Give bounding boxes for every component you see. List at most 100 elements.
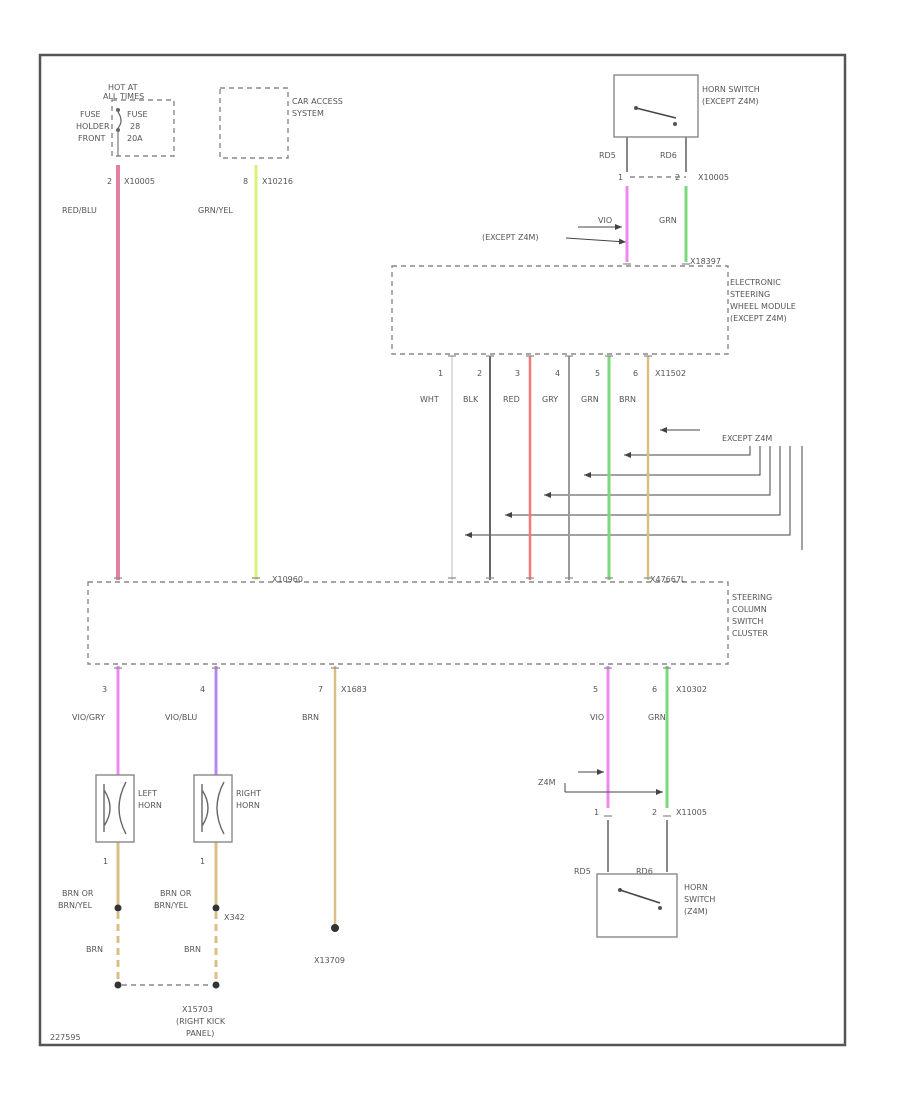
ground-connector: X1683 <box>341 685 367 694</box>
ground-label-x13709: X13709 <box>314 956 345 965</box>
fuse-connector: X10005 <box>124 177 155 186</box>
scsc-connector-top: X10960 <box>272 575 303 584</box>
wire-label-red: RED <box>503 395 520 404</box>
left-horn-pin: 3 <box>102 685 107 694</box>
car-access-box <box>219 87 289 159</box>
fuse-pin: 2 <box>107 177 112 186</box>
eswm-pin-1: 1 <box>438 369 443 378</box>
wire-label-vio-blu: VIO/BLU <box>165 713 197 722</box>
eswm-pin-5: 5 <box>595 369 600 378</box>
eswm-pin-3: 3 <box>515 369 520 378</box>
ground-point-left-icon <box>114 981 122 989</box>
fuse-holder-box <box>111 99 175 157</box>
horn-switch-z4m-label-2: SWITCH <box>684 895 715 904</box>
z4m-connector: X10302 <box>676 685 707 694</box>
ground-point-right-icon <box>212 981 220 989</box>
horn-switch-top-contact-icon <box>635 107 677 119</box>
except-z4m-label-top: (EXCEPT Z4M) <box>482 233 539 242</box>
left-horn-pin-lower: 1 <box>103 857 108 866</box>
fuse-holder-label-1: FUSE <box>80 110 101 119</box>
horn-switch-top-wire-right: RD6 <box>660 151 677 160</box>
steering-column-switch-cluster: X10960 X47667L STEERING COLUMN SWITCH CL… <box>87 575 772 665</box>
car-access-system: CAR ACCESS SYSTEM 8 X10216 GRN/YEL <box>198 87 343 215</box>
wire-label-brn-or-left-2: BRN/YEL <box>58 901 93 910</box>
fuse-element-icon <box>117 111 122 129</box>
electronic-steering-wheel-module: X18397 ELECTRONIC STEERING WHEEL MODULE … <box>391 257 803 550</box>
left-horn-label-2: HORN <box>138 801 162 810</box>
left-horn: LEFT HORN 1 BRN OR BRN/YEL BRN <box>58 774 162 989</box>
left-horn-box <box>95 774 135 843</box>
right-horn-label-1: RIGHT <box>236 789 261 798</box>
scsc-connector-right: X47667L <box>650 575 686 584</box>
all-times-label: ALL TIMES <box>103 92 144 101</box>
left-horn-label-1: LEFT <box>138 789 157 798</box>
car-access-label-2: SYSTEM <box>292 109 324 118</box>
car-access-connector: X10216 <box>262 177 293 186</box>
horn-switch-top: HORN SWITCH (EXCEPT Z4M) RD5 RD6 1 2 X10… <box>482 74 760 245</box>
eswm-connector: X18397 <box>690 257 721 266</box>
z4m-switch-pin-left: 1 <box>594 808 599 817</box>
horn-switch-z4m-label-3: (Z4M) <box>684 907 708 916</box>
right-horn-label-2: HORN <box>236 801 260 810</box>
horn-switch-top-wire-left: RD5 <box>599 151 616 160</box>
right-horn-box <box>193 774 233 843</box>
z4m-wire-rd5: RD5 <box>574 867 591 876</box>
scsc-label-1: STEERING <box>732 593 772 602</box>
fuse-label-3: 20A <box>127 134 143 143</box>
wire-label-red-blu: RED/BLU <box>62 206 97 215</box>
horn-switch-top-box <box>613 74 699 138</box>
fuse-holder-label-2: HOLDER <box>76 122 110 131</box>
eswm-label-1: ELECTRONIC <box>730 278 781 287</box>
left-splice-icon <box>114 904 122 912</box>
fuse-holder-label-3: FRONT <box>78 134 105 143</box>
wire-label-vio-top: VIO <box>598 216 612 225</box>
diagram-frame <box>38 53 847 1047</box>
scsc-label-2: COLUMN <box>732 605 767 614</box>
horn-icon <box>201 781 225 835</box>
connector-ticks <box>114 263 690 817</box>
z4m-pin-left: 5 <box>593 685 598 694</box>
except-z4m-label-mid: EXCEPT Z4M <box>722 434 772 443</box>
z4m-switch-pin-right: 2 <box>652 808 657 817</box>
horn-switch-z4m-contact-icon <box>619 889 661 904</box>
eswm-label-4: (EXCEPT Z4M) <box>730 314 787 323</box>
wire-label-brn-right: BRN <box>184 945 201 954</box>
wire-label-vio-z4m: VIO <box>590 713 604 722</box>
horn-switch-z4m: Z4M 1 2 X11005 RD5 RD6 HORN SWITCH (Z4M) <box>538 769 715 938</box>
eswm-pin-6: 6 <box>633 369 638 378</box>
fuse-terminal-icon <box>116 128 120 132</box>
eswm-pin-4: 4 <box>555 369 560 378</box>
car-access-label-1: CAR ACCESS <box>292 97 343 106</box>
scsc-box <box>87 581 729 665</box>
wire-label-brn-or-right-2: BRN/YEL <box>154 901 189 910</box>
fuse-icon <box>116 108 120 112</box>
wire-label-gry: GRY <box>542 395 558 404</box>
horn-switch-top-label-2: (EXCEPT Z4M) <box>702 97 759 106</box>
wire-label-wht: WHT <box>420 395 439 404</box>
wire-label-brn-ground: BRN <box>302 713 319 722</box>
output-labels: 3 VIO/GRY 4 VIO/BLU 7 X1683 BRN 5 6 X103… <box>72 685 707 722</box>
wire-label-grn: GRN <box>581 395 599 404</box>
wire-label-blk: BLK <box>463 395 479 404</box>
eswm-box <box>391 265 729 355</box>
figure-id: 227595 <box>50 1033 81 1042</box>
fuse-label-2: 28 <box>130 122 140 131</box>
z4m-label: Z4M <box>538 778 556 787</box>
horn-switch-top-pin-left: 1 <box>618 173 623 182</box>
fuse-block: HOT AT ALL TIMES FUSE HOLDER FRONT FUSE … <box>62 83 175 215</box>
horn-switch-z4m-label-1: HORN <box>684 883 708 892</box>
wire-label-brn-left: BRN <box>86 945 103 954</box>
ground-point-x13709-icon <box>331 924 339 932</box>
wire-label-grn-yel: GRN/YEL <box>198 206 233 215</box>
wire-label-grn-top: GRN <box>659 216 677 225</box>
hot-at-label: HOT AT <box>108 83 138 92</box>
eswm-out-connector: X11502 <box>655 369 686 378</box>
right-horn-pin-lower: 1 <box>200 857 205 866</box>
ground-label-3: PANEL) <box>186 1029 214 1038</box>
except-z4m-leaders <box>465 446 803 550</box>
except-z4m-arrow-top <box>565 237 627 245</box>
splice-label: X342 <box>224 913 245 922</box>
right-horn-pin: 4 <box>200 685 205 694</box>
scsc-label-4: CLUSTER <box>732 629 769 638</box>
